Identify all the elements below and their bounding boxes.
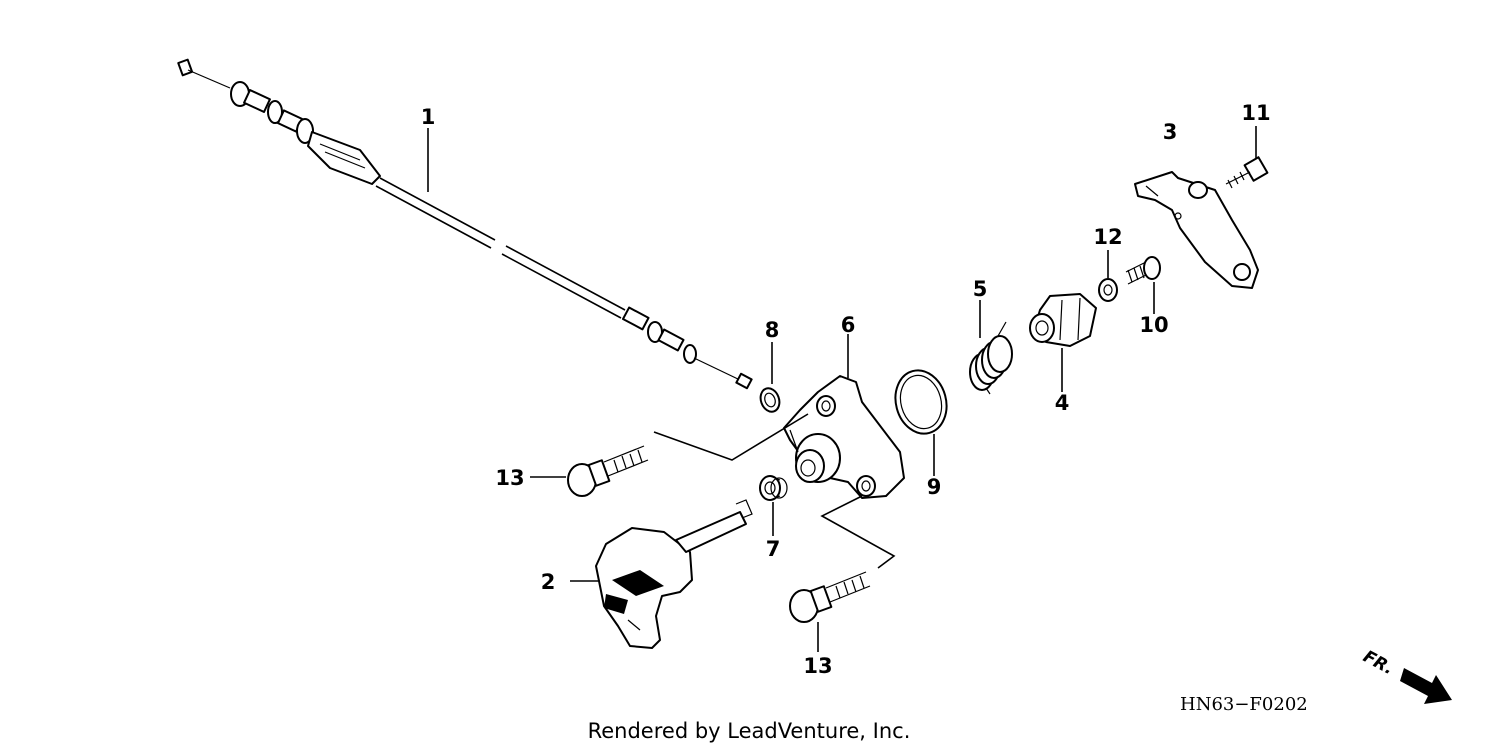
front-direction-indicator: FR. [1360,647,1452,704]
callout-5: 5 [973,277,988,301]
bracket-plate-part[interactable] [1134,171,1259,289]
callout-11: 11 [1241,101,1270,125]
callout-10: 10 [1139,313,1168,337]
lever-part[interactable] [595,499,753,649]
washer-part[interactable] [1098,278,1118,302]
callout-1: 1 [421,105,436,129]
callout-6: 6 [841,313,856,337]
callout-13-upper: 13 [495,466,524,490]
arrow-right-icon [1400,668,1452,704]
ring-part[interactable] [757,386,782,415]
callout-13-lower: 13 [803,654,832,678]
bolt-part[interactable] [1125,256,1161,285]
render-credit: Rendered by LeadVenture, Inc. [588,719,911,743]
callout-4: 4 [1055,391,1070,415]
flange-bolt-lower-part[interactable] [789,571,871,623]
callout-8: 8 [765,318,780,342]
spring-part[interactable] [969,321,1013,395]
diagram-code: HN63−F0202 [1180,694,1308,715]
screw-part[interactable] [1225,156,1269,189]
callout-3: 3 [1163,120,1178,144]
callout-2: 2 [541,570,556,594]
front-direction-label: FR. [1360,647,1397,679]
callout-9: 9 [927,475,942,499]
cable-part[interactable] [177,58,753,390]
callout-12: 12 [1093,225,1122,249]
housing-part[interactable] [783,375,905,499]
bushing-part[interactable] [759,475,788,501]
o-ring-part[interactable] [889,365,954,440]
callout-7: 7 [766,537,781,561]
collar-part[interactable] [1029,293,1097,347]
flange-bolt-upper-part[interactable] [567,445,649,497]
